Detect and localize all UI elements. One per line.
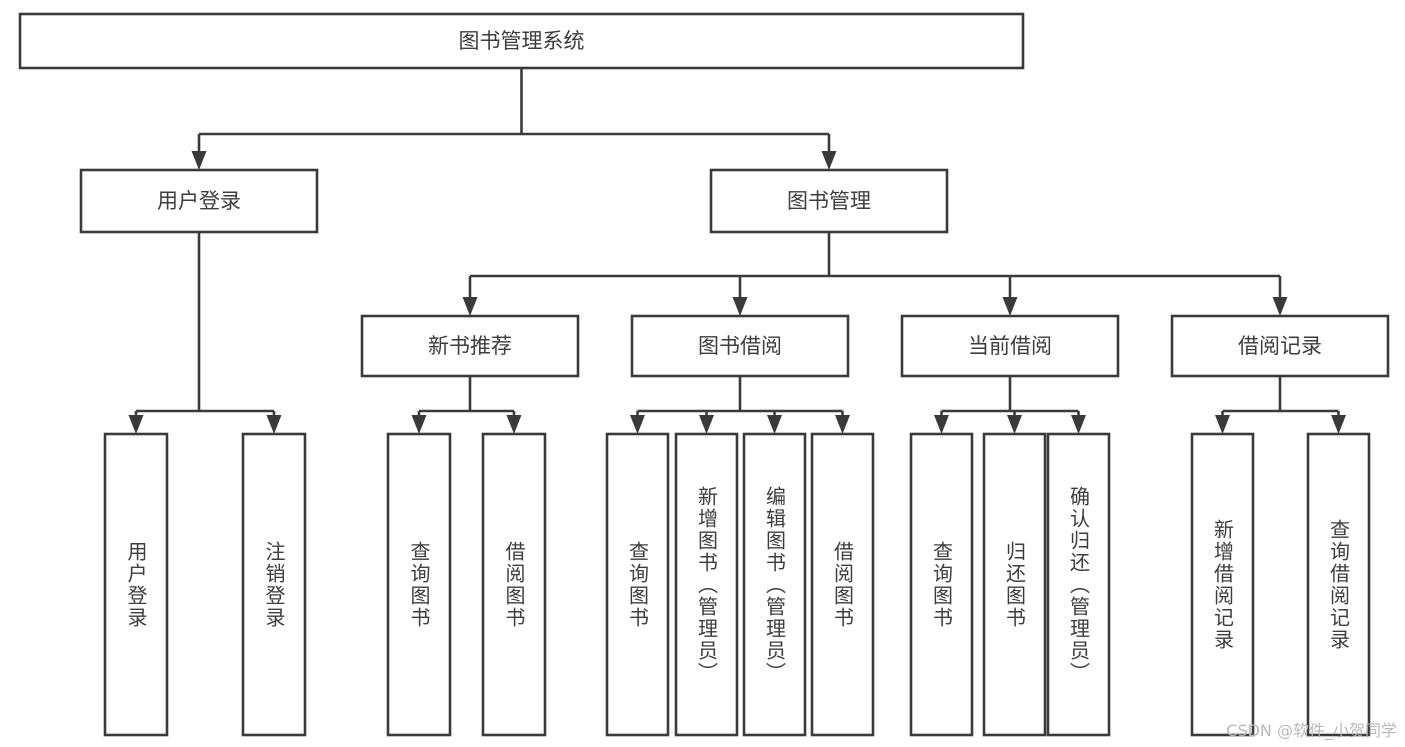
arrow-into-leaf-edit-book: [767, 415, 782, 434]
box-leaf-user-login[interactable]: [103, 432, 169, 737]
box-leaf-query-book-2[interactable]: [605, 432, 670, 737]
arrow-into-leaf-user-login: [128, 415, 144, 434]
arrow-into-leaf-add-record: [1215, 415, 1230, 434]
box-leaf-query-book-1[interactable]: [386, 432, 452, 737]
arrow-into-user-login: [191, 151, 207, 170]
arrow-into-leaf-logout: [266, 415, 282, 434]
arrow-into-leaf-query-book-2: [630, 415, 645, 434]
arrow-into-book-manage: [821, 151, 837, 170]
arrow-into-leaf-borrow-book-1: [506, 415, 522, 434]
box-leaf-borrow-book-1[interactable]: [481, 432, 547, 737]
box-leaf-query-book-3[interactable]: [909, 432, 974, 737]
arrow-into-leaf-add-book: [699, 415, 714, 434]
box-user-login[interactable]: 用户登录: [79, 168, 319, 234]
box-user-login-label: 用户登录: [157, 189, 241, 213]
box-borrow-record-label: 借阅记录: [1238, 334, 1322, 358]
watermark-text: CSDN @软件_小贺同学: [1226, 721, 1397, 740]
arrow-into-leaf-return-book: [1007, 415, 1022, 434]
box-leaf-confirm-return[interactable]: [1046, 432, 1111, 737]
box-leaf-add-record[interactable]: [1190, 432, 1255, 737]
connector-lines: [128, 68, 1346, 434]
arrow-into-leaf-query-record: [1331, 415, 1346, 434]
box-leaf-add-book[interactable]: [674, 432, 739, 737]
box-book-manage[interactable]: 图书管理: [709, 168, 949, 234]
box-current-borrow[interactable]: 当前借阅: [900, 314, 1120, 378]
box-book-borrow[interactable]: 图书借阅: [630, 314, 850, 378]
box-leaf-logout[interactable]: [241, 432, 307, 737]
arrow-into-leaf-query-book-3: [934, 415, 949, 434]
arrow-into-book-borrow: [732, 297, 748, 316]
box-leaf-edit-book[interactable]: [742, 432, 807, 737]
arrow-into-current-borrow: [1002, 297, 1018, 316]
box-leaf-query-record[interactable]: [1306, 432, 1371, 737]
arrow-into-new-book-rec: [462, 297, 478, 316]
arrow-into-leaf-borrow-book-2: [835, 415, 850, 434]
box-leaf-return-book[interactable]: [982, 432, 1047, 737]
box-book-manage-label: 图书管理: [787, 189, 871, 213]
box-new-book-rec[interactable]: 新书推荐: [360, 314, 580, 378]
box-book-borrow-label: 图书借阅: [698, 334, 782, 358]
box-root-label: 图书管理系统: [459, 29, 585, 53]
arrow-into-leaf-confirm-return: [1071, 415, 1086, 434]
box-leaf-borrow-book-2[interactable]: [810, 432, 875, 737]
box-current-borrow-label: 当前借阅: [968, 334, 1052, 358]
arrow-into-leaf-query-book-1: [411, 415, 427, 434]
box-borrow-record[interactable]: 借阅记录: [1170, 314, 1390, 378]
box-root[interactable]: 图书管理系统: [18, 12, 1025, 70]
arrow-into-borrow-record: [1272, 297, 1288, 316]
box-new-book-rec-label: 新书推荐: [428, 334, 512, 358]
